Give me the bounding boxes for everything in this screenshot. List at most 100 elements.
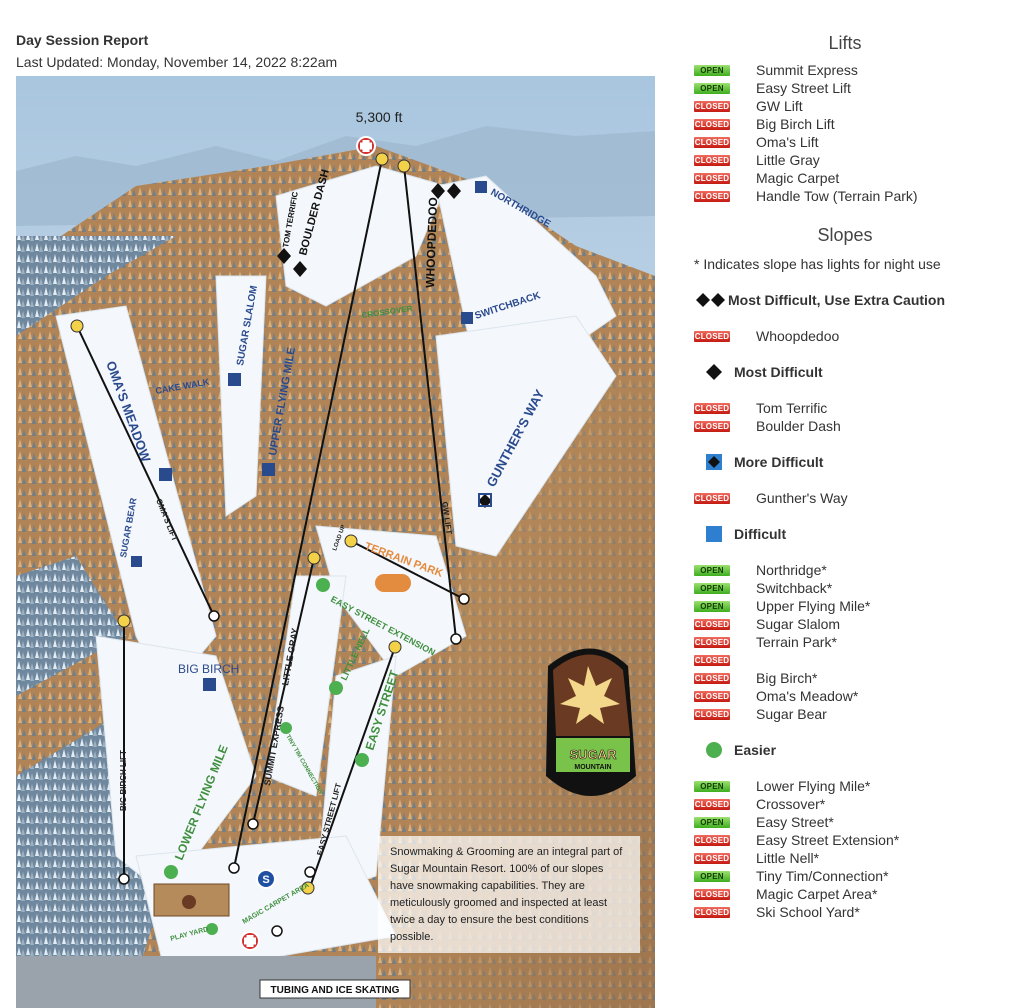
status-row-label: Easy Street*	[756, 814, 834, 830]
trail-label-big-birch: BIG BIRCH	[178, 662, 239, 676]
status-badge: OPEN	[694, 600, 730, 612]
status-row-label: Little Gray	[756, 152, 820, 168]
status-row: CLOSED	[694, 651, 730, 669]
status-badge: OPEN	[694, 82, 730, 94]
blue-square-icon	[694, 525, 734, 543]
status-row: CLOSED Magic Carpet	[694, 169, 839, 187]
status-row: CLOSED Oma's Lift	[694, 133, 819, 151]
status-row: CLOSED Ski School Yard*	[694, 903, 860, 921]
report-header: Day Session Report Last Updated: Monday,…	[16, 32, 337, 70]
status-row-label: Big Birch Lift	[756, 116, 835, 132]
status-row: OPEN Easy Street Lift	[694, 79, 851, 97]
elevation-label: 5,300 ft	[356, 109, 403, 125]
status-row: CLOSED Big Birch Lift	[694, 115, 835, 133]
night-lights-note: * Indicates slope has lights for night u…	[694, 256, 941, 272]
status-badge: CLOSED	[694, 330, 730, 342]
status-badge: CLOSED	[694, 136, 730, 148]
status-row: OPEN Summit Express	[694, 61, 858, 79]
status-row-label: Oma's Lift	[756, 134, 819, 150]
status-badge: CLOSED	[694, 172, 730, 184]
last-updated-text: Last Updated: Monday, November 14, 2022 …	[16, 54, 338, 70]
svg-text:S: S	[262, 874, 269, 886]
status-badge: CLOSED	[694, 888, 730, 900]
status-row-label: Oma's Meadow*	[756, 688, 859, 704]
status-badge: OPEN	[694, 780, 730, 792]
category-easier: Easier	[694, 740, 776, 760]
status-badge: OPEN	[694, 64, 730, 76]
status-badge: CLOSED	[694, 852, 730, 864]
status-badge: OPEN	[694, 816, 730, 828]
status-row-label: Handle Tow (Terrain Park)	[756, 188, 918, 204]
status-row: CLOSED Little Gray	[694, 151, 820, 169]
status-row-label: Tom Terrific	[756, 400, 828, 416]
status-badge: CLOSED	[694, 618, 730, 630]
category-black: Most Difficult	[694, 362, 823, 382]
status-badge: CLOSED	[694, 402, 730, 414]
trail-map: S 5,300 ft TOM TERRIFIC BOULDER DASH WHO…	[16, 76, 655, 1008]
status-badge: CLOSED	[694, 798, 730, 810]
snowmaking-info-text: Snowmaking & Grooming are an integral pa…	[390, 846, 623, 943]
black-diamond-icon	[694, 364, 734, 380]
status-row-label: Easy Street Lift	[756, 80, 851, 96]
status-badge: CLOSED	[694, 420, 730, 432]
status-row: CLOSED Handle Tow (Terrain Park)	[694, 187, 918, 205]
status-row-label: Gunther's Way	[756, 490, 848, 506]
status-row: OPEN Tiny Tim/Connection*	[694, 867, 889, 885]
trail-label-whoopdedoo: WHOOPDEDOO	[423, 197, 440, 288]
page-title: Day Session Report	[16, 32, 149, 48]
status-badge: CLOSED	[694, 154, 730, 166]
status-badge: OPEN	[694, 582, 730, 594]
status-row-label: Boulder Dash	[756, 418, 841, 434]
status-row-label: Magic Carpet	[756, 170, 840, 186]
status-row-label: GW Lift	[756, 98, 803, 114]
slopes-heading: Slopes	[817, 225, 873, 245]
status-badge: CLOSED	[694, 190, 730, 202]
status-row: CLOSED Sugar Slalom	[694, 615, 840, 633]
status-row: CLOSED Sugar Bear	[694, 705, 827, 723]
status-row: CLOSED Terrain Park*	[694, 633, 837, 651]
status-row-label: Easy Street Extension*	[756, 832, 900, 848]
status-badge: CLOSED	[694, 636, 730, 648]
status-badge: OPEN	[694, 564, 730, 576]
status-row-label: Switchback*	[756, 580, 833, 596]
status-badge: CLOSED	[694, 708, 730, 720]
first-aid-icon	[240, 136, 376, 951]
category-more-difficult: More Difficult	[694, 452, 823, 472]
status-row: CLOSED Boulder Dash	[694, 417, 841, 435]
trail-label-big-birch-lift: BIG BIRCH LIFT	[119, 750, 128, 811]
status-row-label: Sugar Bear	[756, 706, 827, 722]
status-row-label: Tiny Tim/Connection*	[756, 868, 889, 884]
trail-map-illustration: S 5,300 ft TOM TERRIFIC BOULDER DASH WHO…	[16, 76, 655, 1008]
status-badge: OPEN	[694, 870, 730, 882]
status-badge: CLOSED	[694, 672, 730, 684]
status-row-label: Ski School Yard*	[756, 904, 860, 920]
status-badge: CLOSED	[694, 906, 730, 918]
blue-black-icon	[694, 453, 734, 471]
logo-sugar: SUGAR	[570, 747, 618, 762]
status-badge: CLOSED	[694, 690, 730, 702]
status-badge: CLOSED	[694, 654, 730, 666]
status-row-label: Summit Express	[756, 62, 858, 78]
category-difficult: Difficult	[694, 524, 786, 544]
green-circle-icon	[694, 741, 734, 759]
status-row-label: Little Nell*	[756, 850, 820, 866]
logo-mountain: MOUNTAIN	[574, 764, 611, 771]
status-row: CLOSED Oma's Meadow*	[694, 687, 858, 705]
status-row: OPEN Easy Street*	[694, 813, 834, 831]
status-badge: CLOSED	[694, 118, 730, 130]
status-row-label: Terrain Park*	[756, 634, 837, 650]
sugar-mountain-logo: SUGAR MOUNTAIN	[546, 648, 636, 796]
tubing-label: TUBING AND ICE SKATING	[271, 985, 400, 996]
status-row: CLOSED Tom Terrific	[694, 399, 827, 417]
status-row-label: Sugar Slalom	[756, 616, 841, 632]
